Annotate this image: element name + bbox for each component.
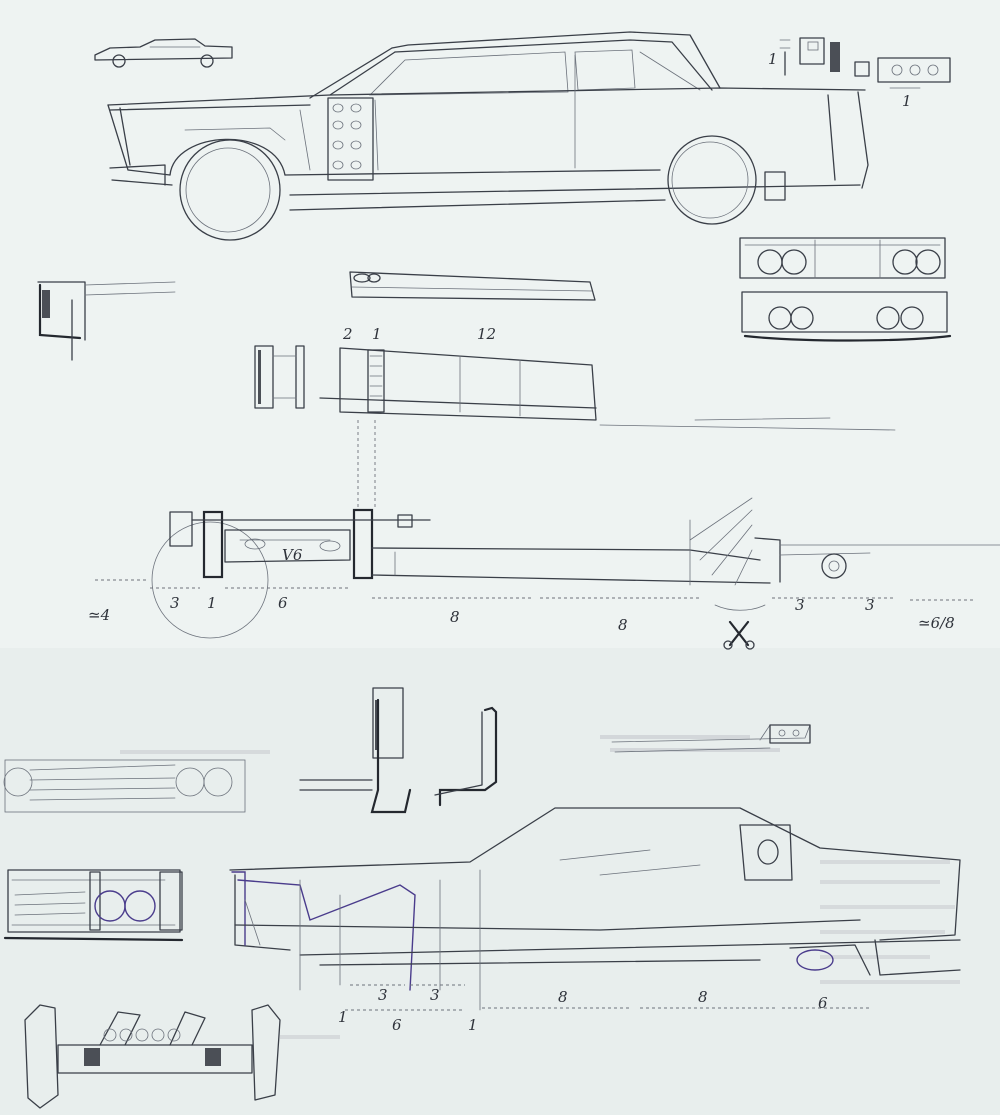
tail-width-label: 1 <box>902 92 912 110</box>
ghost-rear-panel <box>3 759 246 813</box>
bumper-section-left <box>37 281 176 361</box>
lower-dim-g: 8 <box>698 988 708 1006</box>
front-block-assembly: 2 1 12 <box>254 325 896 510</box>
dim-mid-left: 8 <box>450 608 460 626</box>
lower-dim-b: 3 <box>430 986 440 1004</box>
lower-dim-e: 1 <box>468 1016 478 1034</box>
dim-front-gap: 3 <box>170 594 180 612</box>
lower-dim-d: 6 <box>392 1016 402 1034</box>
rear-panel-violet <box>3 869 184 942</box>
dim-rear-tail: 3 <box>865 596 875 614</box>
front-block-dim-12: 12 <box>477 325 496 343</box>
profile-parts <box>299 687 811 814</box>
chassis-side-view: V6 ≃4 3 1 6 8 8 3 3 ≃6/8 <box>88 497 1000 650</box>
front-block-dim-2: 2 <box>342 325 353 343</box>
dim-rear-overhang: ≃6/8 <box>918 614 955 632</box>
dim-axle: 1 <box>207 594 217 612</box>
beam-part-top <box>349 271 596 301</box>
tail-height-label: 1 <box>768 50 778 68</box>
lower-dim-h: 6 <box>818 994 828 1012</box>
dim-front-overhang: ≃4 <box>88 606 110 624</box>
scissors-icon <box>723 620 755 650</box>
front-bumper-assembly <box>24 1004 281 1109</box>
car-rear-overlay <box>229 807 961 1011</box>
rear-panel-lamps <box>739 237 952 342</box>
car-side-view <box>107 31 869 241</box>
lower-dim-f: 8 <box>558 988 568 1006</box>
car-thumbnail <box>94 38 233 68</box>
dim-rear-gap: 3 <box>795 596 805 614</box>
lower-dimensions: 3 3 1 6 1 8 8 6 <box>338 984 870 1034</box>
tail-light-detail: 1 1 <box>768 37 951 110</box>
front-block-dim-1: 1 <box>372 325 382 343</box>
lower-dim-c: 1 <box>338 1008 348 1026</box>
dim-mid-right: 8 <box>618 616 628 634</box>
dim-engine-bay: 6 <box>278 594 288 612</box>
lower-dim-a: 3 <box>378 986 388 1004</box>
engine-label: V6 <box>282 546 303 564</box>
